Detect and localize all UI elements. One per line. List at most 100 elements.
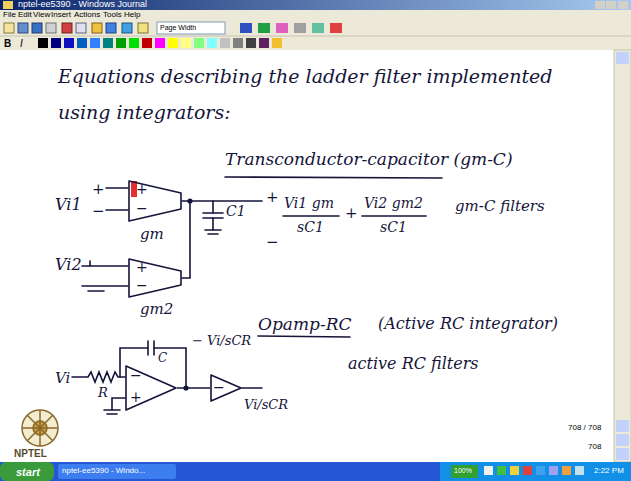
- handwritten-circuit: [203, 212, 223, 214]
- taskbar: [0, 462, 631, 481]
- journal-page: [614, 50, 631, 462]
- symbol-outline: [211, 375, 241, 401]
- color-palette: [246, 38, 256, 48]
- toolbar: [157, 22, 225, 34]
- journal-page: [616, 52, 629, 64]
- transconductor-symbol: +−: [128, 258, 182, 298]
- handwritten-circuit: [212, 218, 214, 230]
- handwritten-circuit: [106, 187, 128, 189]
- handwritten-circuit: [88, 290, 104, 292]
- polarity-mark: −: [266, 234, 279, 251]
- polarity-mark: +: [130, 390, 142, 404]
- zoom-indicator: 100%: [454, 467, 472, 475]
- color-palette: [129, 38, 139, 48]
- polarity-mark: −: [136, 278, 148, 292]
- toolbar: [18, 23, 28, 33]
- menu-item: Insert: [51, 11, 71, 20]
- menu-item: File: [3, 11, 16, 20]
- handwritten-circuit: [208, 233, 218, 235]
- menu-item: Tools: [103, 11, 122, 20]
- handwritten-circuit: [89, 261, 91, 266]
- zoom-box-text: Page Width: [160, 24, 196, 32]
- color-palette: [116, 38, 126, 48]
- task-button: nptel-ee5390 - Windo...: [62, 467, 145, 476]
- signal-name: Vi2: [55, 256, 82, 274]
- page-number: 708 / 708: [568, 424, 601, 433]
- color-palette: [142, 38, 152, 48]
- toolbar: [0, 20, 631, 50]
- page-number: 708: [588, 443, 601, 452]
- handwritten-circuit: [104, 409, 120, 411]
- menu-item: Help: [124, 11, 140, 20]
- taskbar: [0, 462, 631, 481]
- component-label: R: [98, 386, 108, 400]
- menu-item: Edit: [18, 11, 32, 20]
- color-palette: [90, 38, 100, 48]
- wire: [177, 387, 210, 389]
- handwritten-circuit: [258, 336, 350, 337]
- journal-page: [0, 50, 631, 462]
- color-palette: [207, 38, 217, 48]
- toolbar: [258, 23, 270, 33]
- polarity-mark: +: [136, 260, 148, 274]
- section-heading: Transconductor-capacitor (gm-C): [225, 150, 513, 169]
- toolbar: [0, 20, 631, 50]
- equation-term: sC1: [380, 220, 407, 235]
- toolbar: [294, 23, 306, 33]
- title-bar: [3, 1, 13, 9]
- signal-expression: Vi/sCR: [244, 398, 288, 412]
- menu-bar: [0, 10, 631, 20]
- nptel-logo: [22, 410, 58, 446]
- note: (Active RC integrator): [378, 315, 558, 333]
- handwritten-circuit: [362, 215, 426, 217]
- menu-item: View: [33, 11, 50, 20]
- handwritten-circuit: [72, 177, 442, 414]
- handwritten-circuit: [106, 209, 128, 211]
- logo-text: NPTEL: [14, 448, 47, 459]
- toolbar: [76, 23, 86, 33]
- handwritten-circuit: [283, 215, 339, 217]
- handwritten-circuit: [225, 177, 442, 178]
- signal-expression: − Vi/sCR: [192, 334, 251, 348]
- window-title: nptel-ee5390 - Windows Journal: [18, 0, 147, 10]
- polarity-mark: +: [92, 181, 105, 198]
- color-palette: [155, 38, 165, 48]
- opamp-symbol: −+: [125, 365, 177, 411]
- taskbar: [58, 464, 176, 479]
- polarity-mark: +: [266, 189, 279, 206]
- nptel-logo: [22, 410, 58, 446]
- title-bar: [0, 0, 631, 10]
- inverter-symbol: −: [210, 374, 242, 402]
- handwritten-circuit: [212, 201, 214, 213]
- toolbar-button: B: [4, 38, 11, 49]
- color-palette: [259, 38, 269, 48]
- taskbar: [549, 466, 558, 475]
- toolbar: [122, 23, 132, 33]
- menu-bar: [0, 10, 631, 20]
- toolbar: [312, 23, 324, 33]
- taskbar: [523, 466, 532, 475]
- clock: 2:22 PM: [594, 467, 624, 476]
- wire: [177, 388, 210, 389]
- polarity-mark: −: [213, 380, 225, 394]
- title-bar: [0, 0, 631, 10]
- note: active RC filters: [348, 355, 479, 373]
- taskbar: [0, 462, 54, 481]
- color-palette: [38, 38, 48, 48]
- toolbar: [4, 23, 14, 33]
- handwritten-circuit: [182, 200, 262, 202]
- polarity-mark: +: [136, 182, 148, 196]
- taskbar: [575, 466, 584, 475]
- toolbar: [106, 23, 116, 33]
- toolbar: [276, 23, 288, 33]
- color-palette: [194, 38, 204, 48]
- toolbar: [32, 23, 42, 33]
- polarity-mark: −: [130, 368, 142, 382]
- handwritten-circuit: [182, 201, 190, 278]
- color-palette: [181, 38, 191, 48]
- menu-item: Actions: [74, 11, 100, 20]
- symbol-outline: [129, 181, 181, 221]
- handwritten-circuit: [82, 285, 128, 287]
